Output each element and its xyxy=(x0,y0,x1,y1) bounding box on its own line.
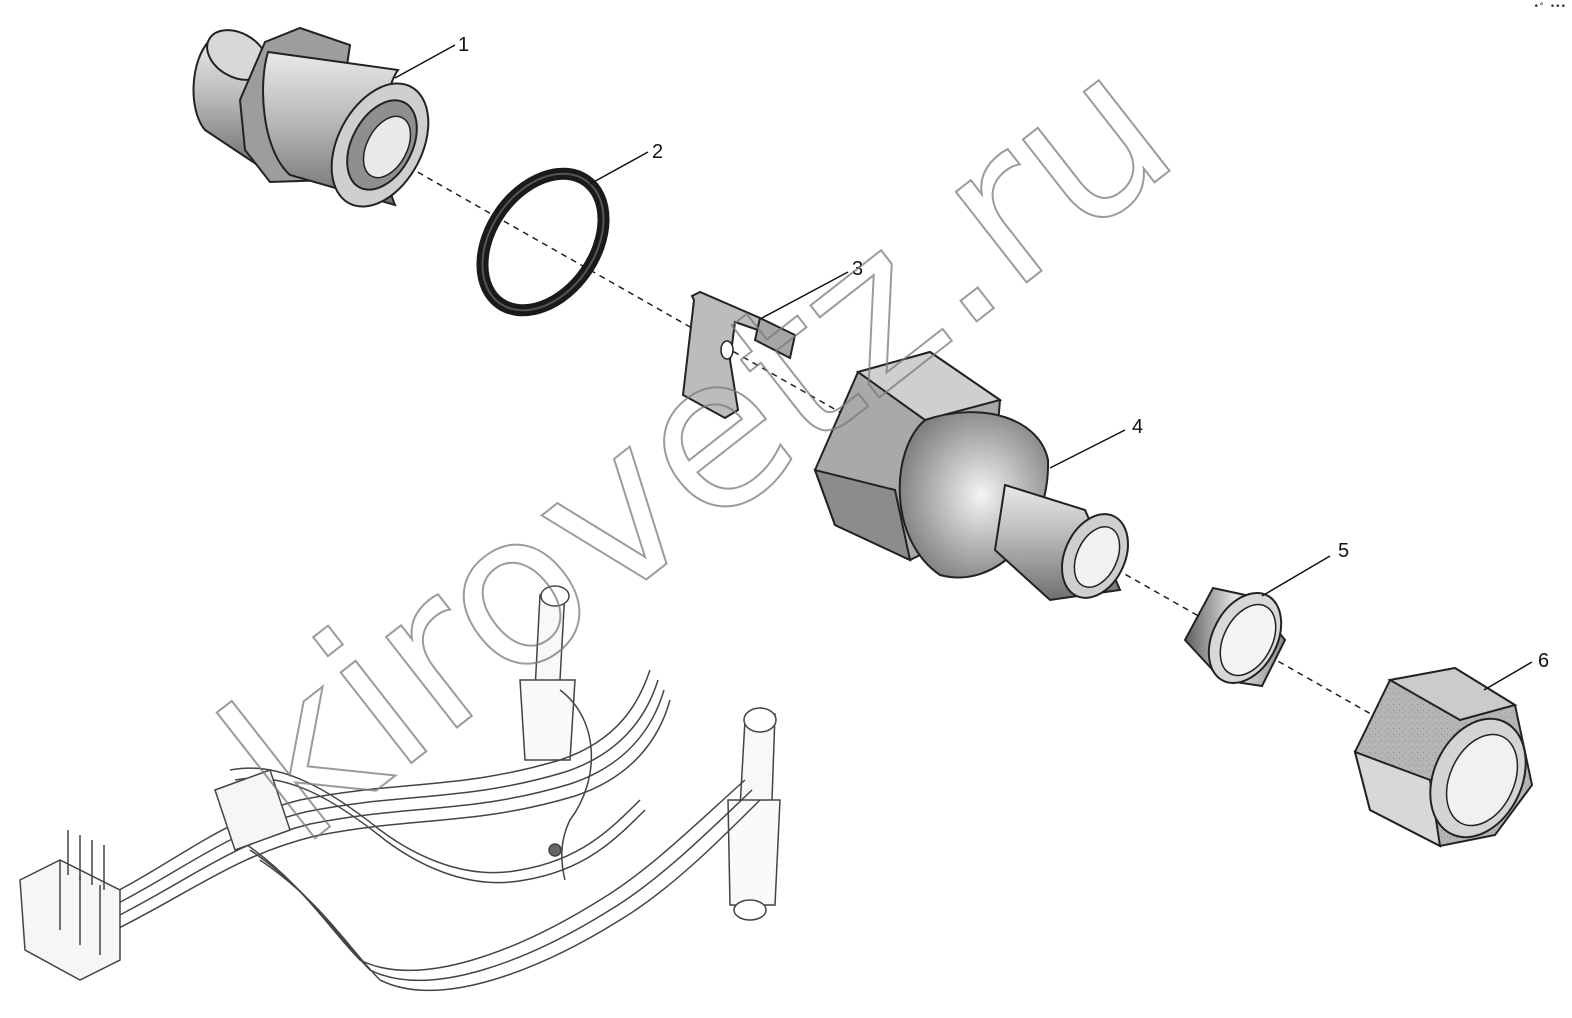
leader-line-2 xyxy=(589,151,649,185)
leader-line-3 xyxy=(761,271,849,319)
callout-1[interactable]: 1 xyxy=(458,34,469,56)
part-3-locking-clip-icon[interactable] xyxy=(681,290,797,420)
part-2-o-ring-seal-icon[interactable] xyxy=(457,151,628,334)
part-1-threaded-adapter-fitting-icon[interactable] xyxy=(192,20,449,223)
leader-line-4 xyxy=(1049,429,1126,469)
leader-line-6 xyxy=(1483,661,1533,691)
part-5-cutting-ring-icon[interactable] xyxy=(1183,581,1296,696)
hydraulic-system-overview-drawing xyxy=(19,585,781,992)
callout-3[interactable]: 3 xyxy=(852,258,863,280)
callout-5[interactable]: 5 xyxy=(1338,540,1349,562)
corner-mark: •° ••• xyxy=(1533,2,1566,12)
part-6-hex-union-nut-icon[interactable] xyxy=(1353,666,1544,853)
callout-4[interactable]: 4 xyxy=(1132,416,1143,438)
part-4-hex-body-fitting-icon[interactable] xyxy=(813,350,1141,609)
leader-line-5 xyxy=(1261,555,1331,597)
callout-6[interactable]: 6 xyxy=(1538,650,1549,672)
callout-2[interactable]: 2 xyxy=(652,141,663,163)
leader-line-1 xyxy=(394,44,456,79)
